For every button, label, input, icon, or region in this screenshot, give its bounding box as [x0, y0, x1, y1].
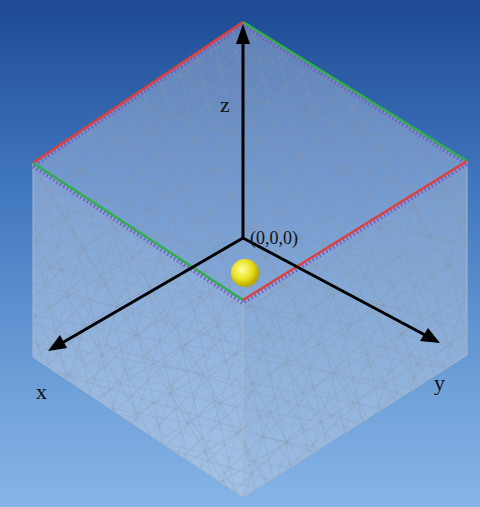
yellow-sphere [231, 259, 259, 287]
mesh-lines [33, 22, 467, 497]
boundary-edge [243, 22, 467, 161]
boundary-edge [33, 163, 243, 300]
cube-edge [243, 300, 244, 497]
cube-edge [33, 161, 467, 497]
boundary-edge [243, 161, 467, 300]
boundary-nodes [33, 25, 467, 303]
mesh-lines [33, 22, 467, 497]
axes [48, 24, 440, 351]
boundary-edge [33, 22, 243, 163]
axis-label: x [36, 381, 47, 403]
axis-label: z [220, 94, 230, 116]
origin-label: (0,0,0) [250, 229, 298, 247]
axis-label: y [434, 372, 445, 394]
